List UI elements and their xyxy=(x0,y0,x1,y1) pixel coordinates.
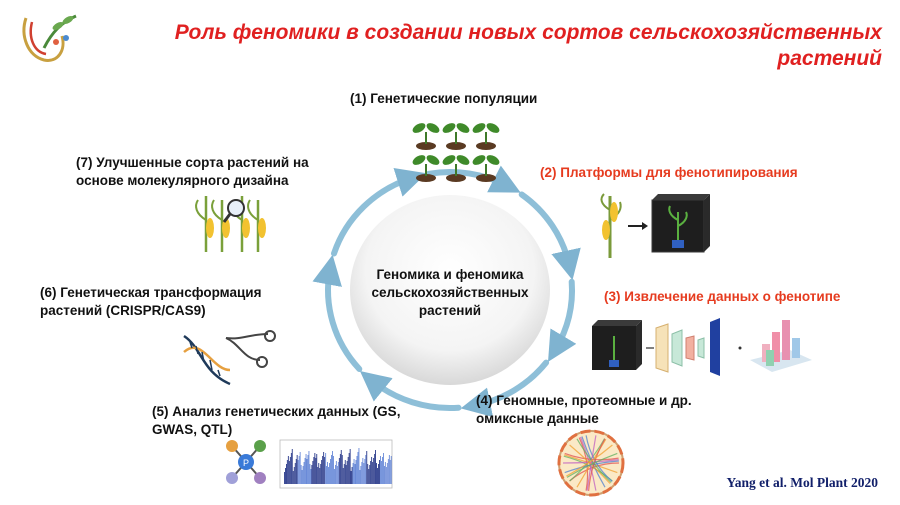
citation: Yang et al. Mol Plant 2020 xyxy=(726,475,879,490)
dna-scissors-icon xyxy=(183,330,276,386)
step-6-label: (6) Генетическая трансформация растений … xyxy=(40,285,262,318)
step-2-label: (2) Платформы для фенотипирования xyxy=(540,165,798,180)
logo-icon xyxy=(22,14,77,62)
step-5-label: (5) Анализ генетических данных (GS, GWAS… xyxy=(152,404,401,437)
cycle-arrow-4 xyxy=(460,359,550,418)
cnn-extraction-icon xyxy=(592,318,812,376)
svg-text:P: P xyxy=(243,458,249,468)
omics-circos-icon xyxy=(557,429,625,497)
cycle-arrow-3 xyxy=(548,278,577,362)
cycle-arrow-7 xyxy=(331,167,427,257)
cycle-arrow-6 xyxy=(312,254,363,372)
step-3-label: (3) Извлечение данных о фенотипе xyxy=(604,289,841,304)
cycle-arrow-1 xyxy=(425,165,521,193)
corn-magnifier-icon xyxy=(195,196,266,252)
plant-imaging-icon xyxy=(600,193,710,258)
network-manhattan-icon: P xyxy=(226,439,393,489)
step-4-label: (4) Геномные, протеомные и др. омиксные … xyxy=(476,393,692,426)
center-label: Геномика и феномика сельскохозяйственных… xyxy=(371,267,529,318)
cycle-arrow-2 xyxy=(518,191,581,281)
cycle-arrow-5 xyxy=(359,370,462,411)
center-disc xyxy=(350,195,550,385)
step-7-label: (7) Улучшенные сорта растений на основе … xyxy=(76,155,309,188)
slide-title: Роль феномики в создании новых сортов се… xyxy=(174,21,882,70)
step-1-label: (1) Генетические популяции xyxy=(350,91,538,106)
seedlings-icon xyxy=(412,123,500,182)
